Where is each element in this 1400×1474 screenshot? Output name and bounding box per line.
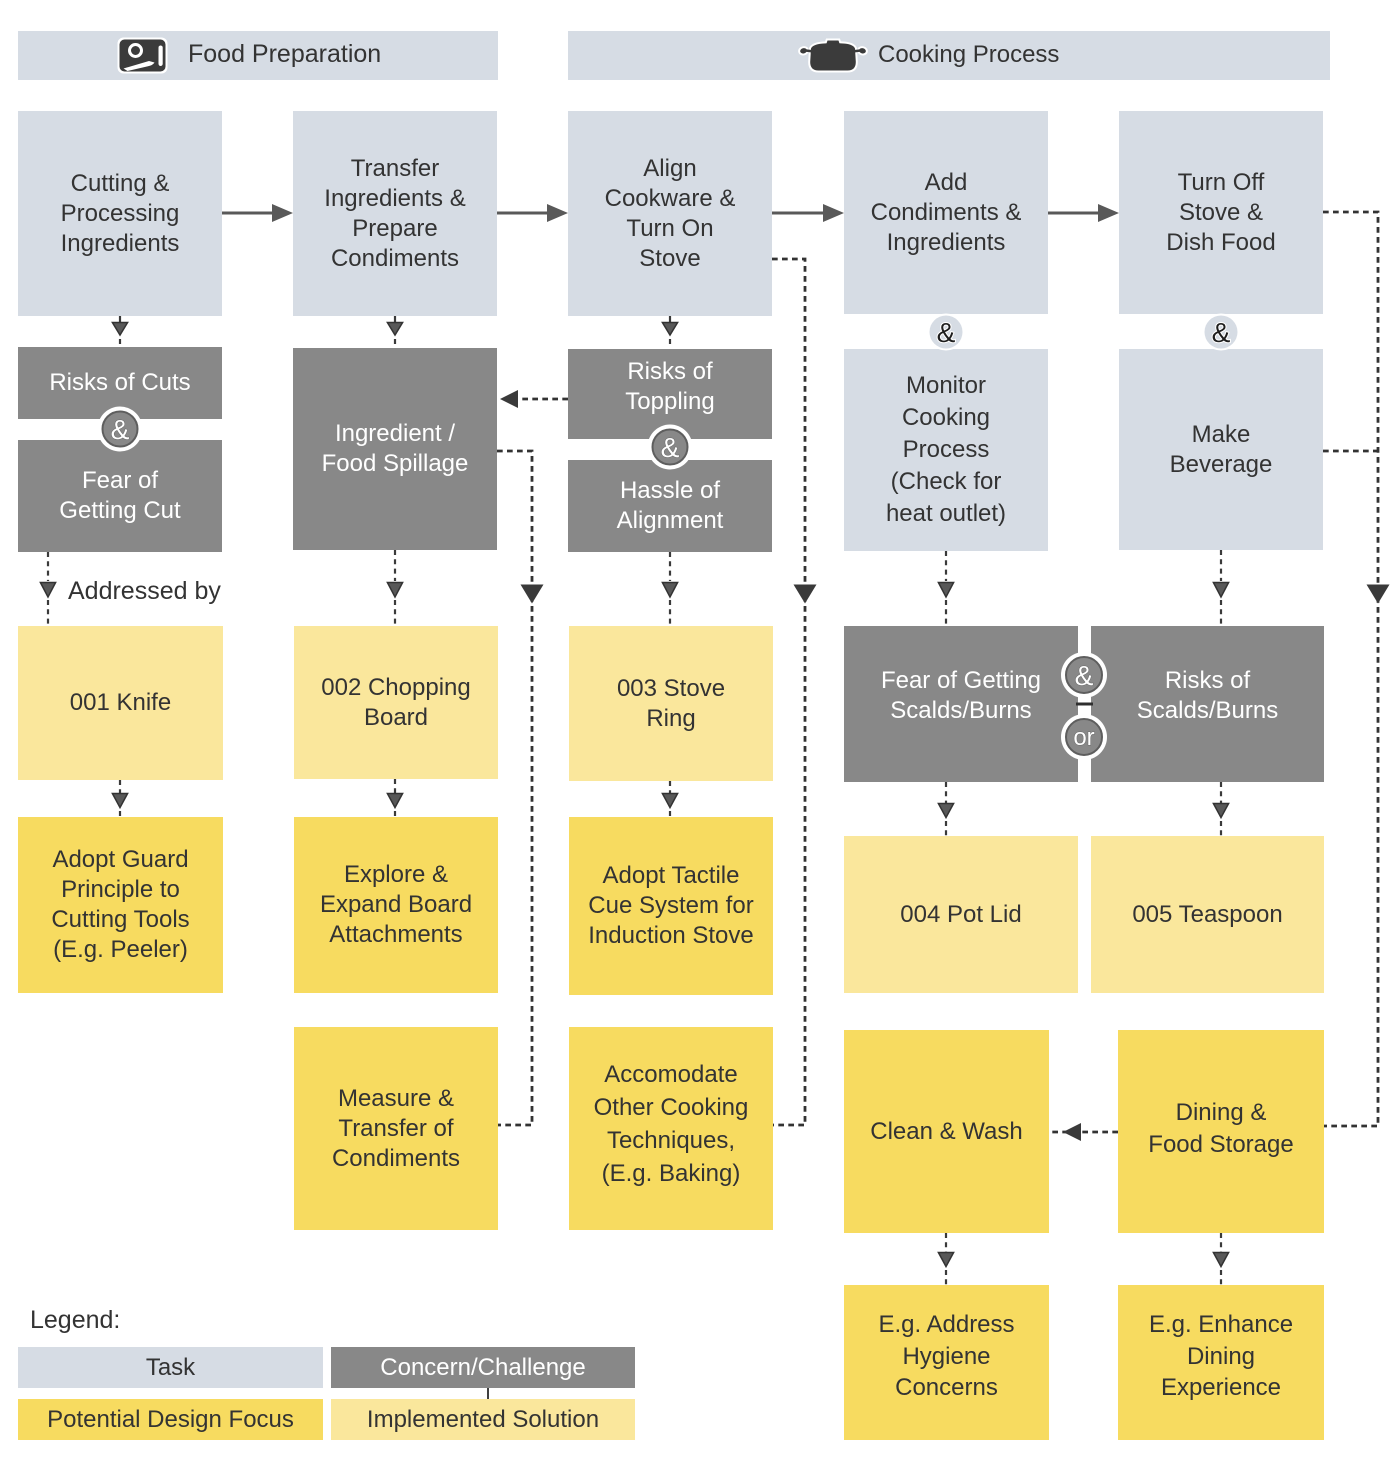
svg-text:&: & [1075, 660, 1094, 691]
svg-text:&: & [661, 432, 680, 463]
svg-text:&: & [937, 317, 956, 348]
svg-text:or: or [1073, 724, 1094, 751]
svg-text:&: & [111, 414, 130, 445]
svg-text:&: & [1212, 317, 1231, 348]
